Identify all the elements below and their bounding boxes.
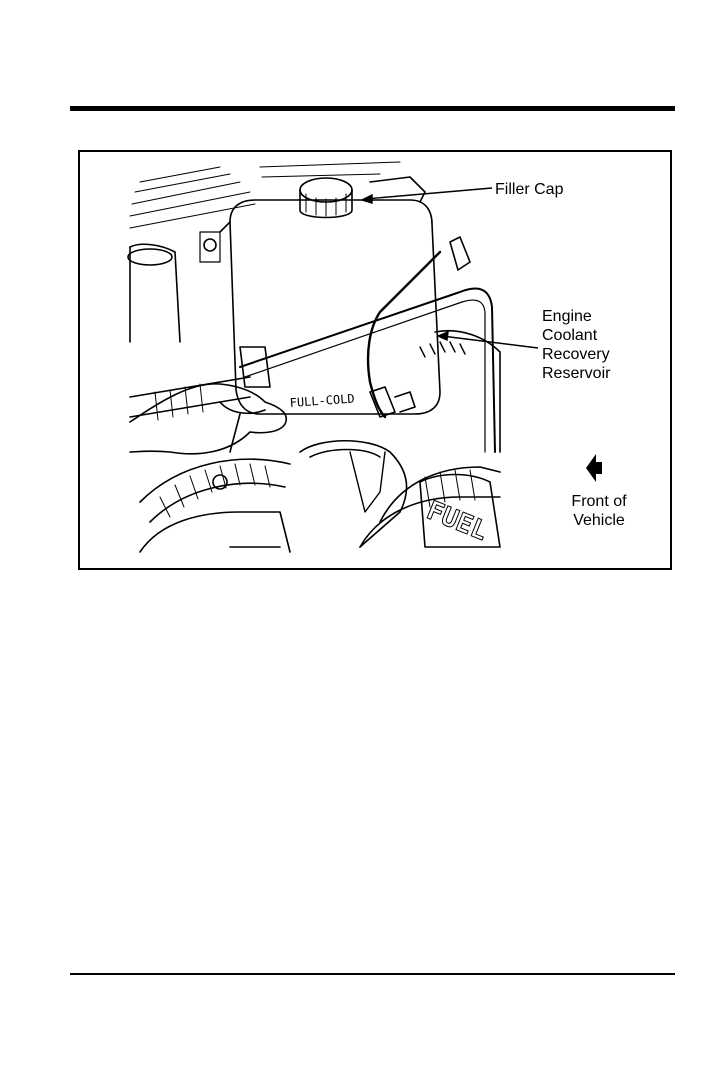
- filler-cap-leader: [365, 188, 492, 199]
- coolant-reservoir-label: Engine Coolant Recovery Reservoir: [542, 307, 610, 383]
- hand-outline: [130, 384, 286, 454]
- fuel-marking: FUEL: [422, 496, 491, 547]
- header-rule: [70, 106, 675, 111]
- figure-frame: FULL-COLD FUEL Filler Cap Engine Coolant…: [78, 150, 672, 570]
- reservoir-leader: [442, 336, 538, 348]
- filler-cap: [300, 178, 352, 218]
- front-arrow-icon: [586, 454, 602, 482]
- full-cold-marking: FULL-COLD: [289, 391, 355, 410]
- filler-cap-label: Filler Cap: [495, 180, 563, 199]
- footer-rule: [70, 973, 675, 975]
- reservoir-tank: [230, 200, 440, 414]
- front-of-vehicle-label: Front of Vehicle: [567, 492, 631, 530]
